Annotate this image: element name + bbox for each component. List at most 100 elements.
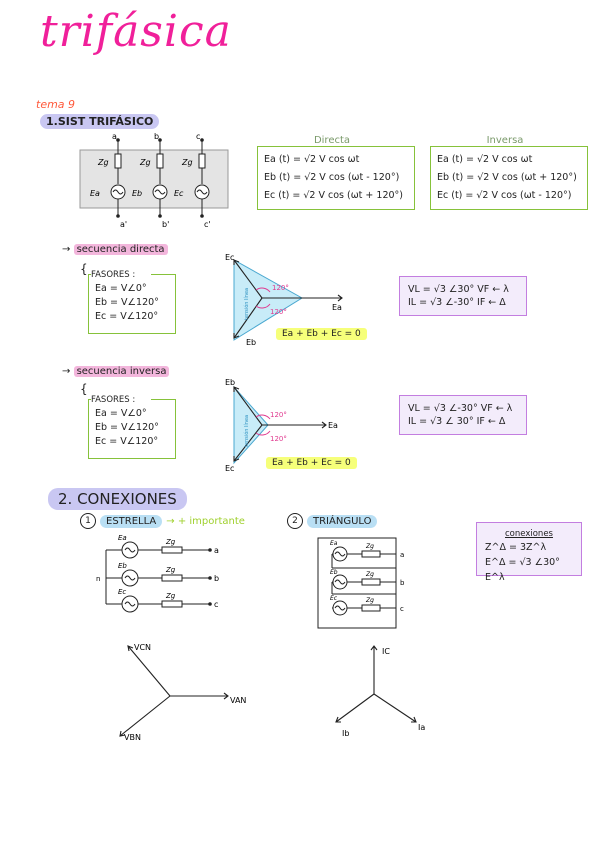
fasor-eb: Eb = V∠120° xyxy=(95,422,159,433)
star-label-van: VAN xyxy=(230,696,246,705)
fasores-title: FASORES : xyxy=(91,268,151,282)
section-1-heading: 1.SIST TRIFÁSICO xyxy=(40,114,160,129)
delta-source-ea: Ea xyxy=(330,540,338,547)
tri-label-ia: Ia xyxy=(418,723,425,732)
delta-circuit: a b c Ea Eb Ec Zg Zg Zg xyxy=(317,537,405,629)
inversa-eq-a: Ea (t) = √2 V cos ωt xyxy=(437,154,533,165)
directa-eq-a: Ea (t) = √2 V cos ωt xyxy=(264,154,360,165)
phasor-eb: Eb xyxy=(246,338,256,347)
seq-inversa-label: secuencia inversa xyxy=(73,366,170,377)
triangulo-row: 2 TRIÁNGULO xyxy=(287,513,378,529)
phasor-ec: Ec xyxy=(225,464,234,473)
phasor-ea: Ea xyxy=(328,421,338,430)
source-ea: Ea xyxy=(90,189,100,198)
delta-output-c: c xyxy=(400,605,404,613)
node-c-prime: c' xyxy=(204,220,211,229)
node-b: b xyxy=(154,132,159,141)
star-label-vbn: VBN xyxy=(124,733,141,742)
star-zg-2: Zg xyxy=(165,566,176,574)
section-2-heading: 2. CONEXIONES xyxy=(48,488,187,510)
fasor-eb: Eb = V∠120° xyxy=(95,297,159,308)
estrella-note: → + importante xyxy=(166,515,245,527)
tri-label-ib: Ib xyxy=(342,729,349,738)
fasor-ea: Ea = V∠0° xyxy=(95,408,147,419)
sum-directa: Ea + Eb + Ec = 0 xyxy=(276,328,367,340)
circle-2-icon: 2 xyxy=(287,513,303,529)
star-source-eb: Eb xyxy=(118,562,127,570)
conexiones-box: conexiones Z^Δ = 3Z^λ E^Δ = √3 ∠30° E^λ xyxy=(476,522,582,583)
star-source-ea: Ea xyxy=(118,534,127,542)
relations-directa: VL = √3 ∠30° VF ← λ IL = √3 ∠-30° IF ← Δ xyxy=(399,276,527,316)
phasor-ec: Ec xyxy=(225,253,234,262)
angle-1: 120° xyxy=(270,411,287,419)
output-a: a xyxy=(214,546,219,555)
neutral-label: n xyxy=(96,575,100,583)
sum-inversa: Ea + Eb + Ec = 0 xyxy=(266,457,357,469)
delta-source-eb: Eb xyxy=(330,569,338,576)
node-a-prime: a' xyxy=(120,220,127,229)
output-c: c xyxy=(214,600,218,609)
fasor-ec: Ec = V∠120° xyxy=(95,311,159,322)
fasor-ec: Ec = V∠120° xyxy=(95,436,159,447)
relation-vl: VL = √3 ∠-30° VF ← λ xyxy=(408,403,513,414)
inversa-eq-b: Eb (t) = √2 V cos (ωt + 120°) xyxy=(437,172,577,183)
directa-eq-b: Eb (t) = √2 V cos (ωt - 120°) xyxy=(264,172,400,183)
inversa-equations: Ea (t) = √2 V cos ωt Eb (t) = √2 V cos (… xyxy=(430,146,588,210)
delta-zg-3: Zg xyxy=(365,597,374,604)
brace-icon: { xyxy=(80,382,88,396)
relation-il: IL = √3 ∠-30° IF ← Δ xyxy=(408,297,506,308)
directa-header: Directa xyxy=(313,135,351,146)
conexiones-e: E^Δ = √3 ∠30° E^λ xyxy=(485,557,560,583)
star-zg-1: Zg xyxy=(165,538,176,546)
brace-icon: { xyxy=(80,262,88,276)
conexiones-z: Z^Δ = 3Z^λ xyxy=(485,542,547,553)
zg-label-1: Zg xyxy=(97,158,109,167)
delta-phasor-diagram: IC Ia Ib xyxy=(335,645,425,738)
page-title: trifásica xyxy=(40,6,232,57)
relation-vl: VL = √3 ∠30° VF ← λ xyxy=(408,284,509,295)
angle-2: 120° xyxy=(270,435,287,443)
fasores-directa-box: FASORES : Ea = V∠0° Eb = V∠120° Ec = V∠1… xyxy=(88,268,176,334)
triangle-label: tensión línea xyxy=(243,415,250,447)
delta-zg-2: Zg xyxy=(365,571,374,578)
delta-output-a: a xyxy=(400,551,404,559)
circle-1-icon: 1 xyxy=(80,513,96,529)
fasores-inversa-box: FASORES : Ea = V∠0° Eb = V∠120° Ec = V∠1… xyxy=(88,393,176,459)
arrow-icon: → xyxy=(62,366,74,377)
angle-2: 120° xyxy=(270,308,287,316)
source-ec: Ec xyxy=(174,189,184,198)
source-eb: Eb xyxy=(132,189,142,198)
zg-label-3: Zg xyxy=(181,158,193,167)
phasor-ea: Ea xyxy=(332,303,342,312)
seq-directa-label: secuencia directa xyxy=(73,244,168,255)
node-b-prime: b' xyxy=(162,220,169,229)
delta-zg-1: Zg xyxy=(365,543,374,550)
tri-label-ic: IC xyxy=(382,647,390,656)
topic-label: tema 9 xyxy=(36,98,76,111)
inversa-eq-c: Ec (t) = √2 V cos (ωt - 120°) xyxy=(437,190,572,201)
output-b: b xyxy=(214,574,219,583)
zg-label-2: Zg xyxy=(139,158,151,167)
delta-output-b: b xyxy=(400,579,405,587)
directa-eq-c: Ec (t) = √2 V cos (ωt + 120°) xyxy=(264,190,403,201)
phasor-diagram-inversa: Eb Ea Ec 120° 120° tensión línea xyxy=(225,378,338,473)
relations-inversa: VL = √3 ∠-30° VF ← λ IL = √3 ∠ 30° IF ← … xyxy=(399,395,527,435)
estrella-label: ESTRELLA xyxy=(100,514,163,528)
phasor-eb: Eb xyxy=(225,378,235,387)
inversa-header: Inversa xyxy=(486,135,524,146)
angle-1: 120° xyxy=(272,284,289,292)
fasor-ea: Ea = V∠0° xyxy=(95,283,147,294)
triangle-label: tensión línea xyxy=(243,288,250,320)
star-zg-3: Zg xyxy=(165,592,176,600)
delta-source-ec: Ec xyxy=(330,595,338,602)
estrella-row: 1 ESTRELLA → + importante xyxy=(80,513,245,529)
triangulo-label: TRIÁNGULO xyxy=(307,514,378,528)
star-source-ec: Ec xyxy=(118,588,126,596)
arrow-icon: → xyxy=(62,244,74,255)
seq-directa-row: → secuencia directa xyxy=(62,244,168,255)
phasor-diagram-directa: Ec Ea Eb 120° 120° tensión línea xyxy=(225,253,343,347)
node-c: c xyxy=(196,132,200,141)
conexiones-title: conexiones xyxy=(505,529,553,539)
star-circuit: n a b c Ea Eb Ec Zg Zg Zg xyxy=(96,534,219,613)
star-label-vcn: VCN xyxy=(134,643,151,652)
